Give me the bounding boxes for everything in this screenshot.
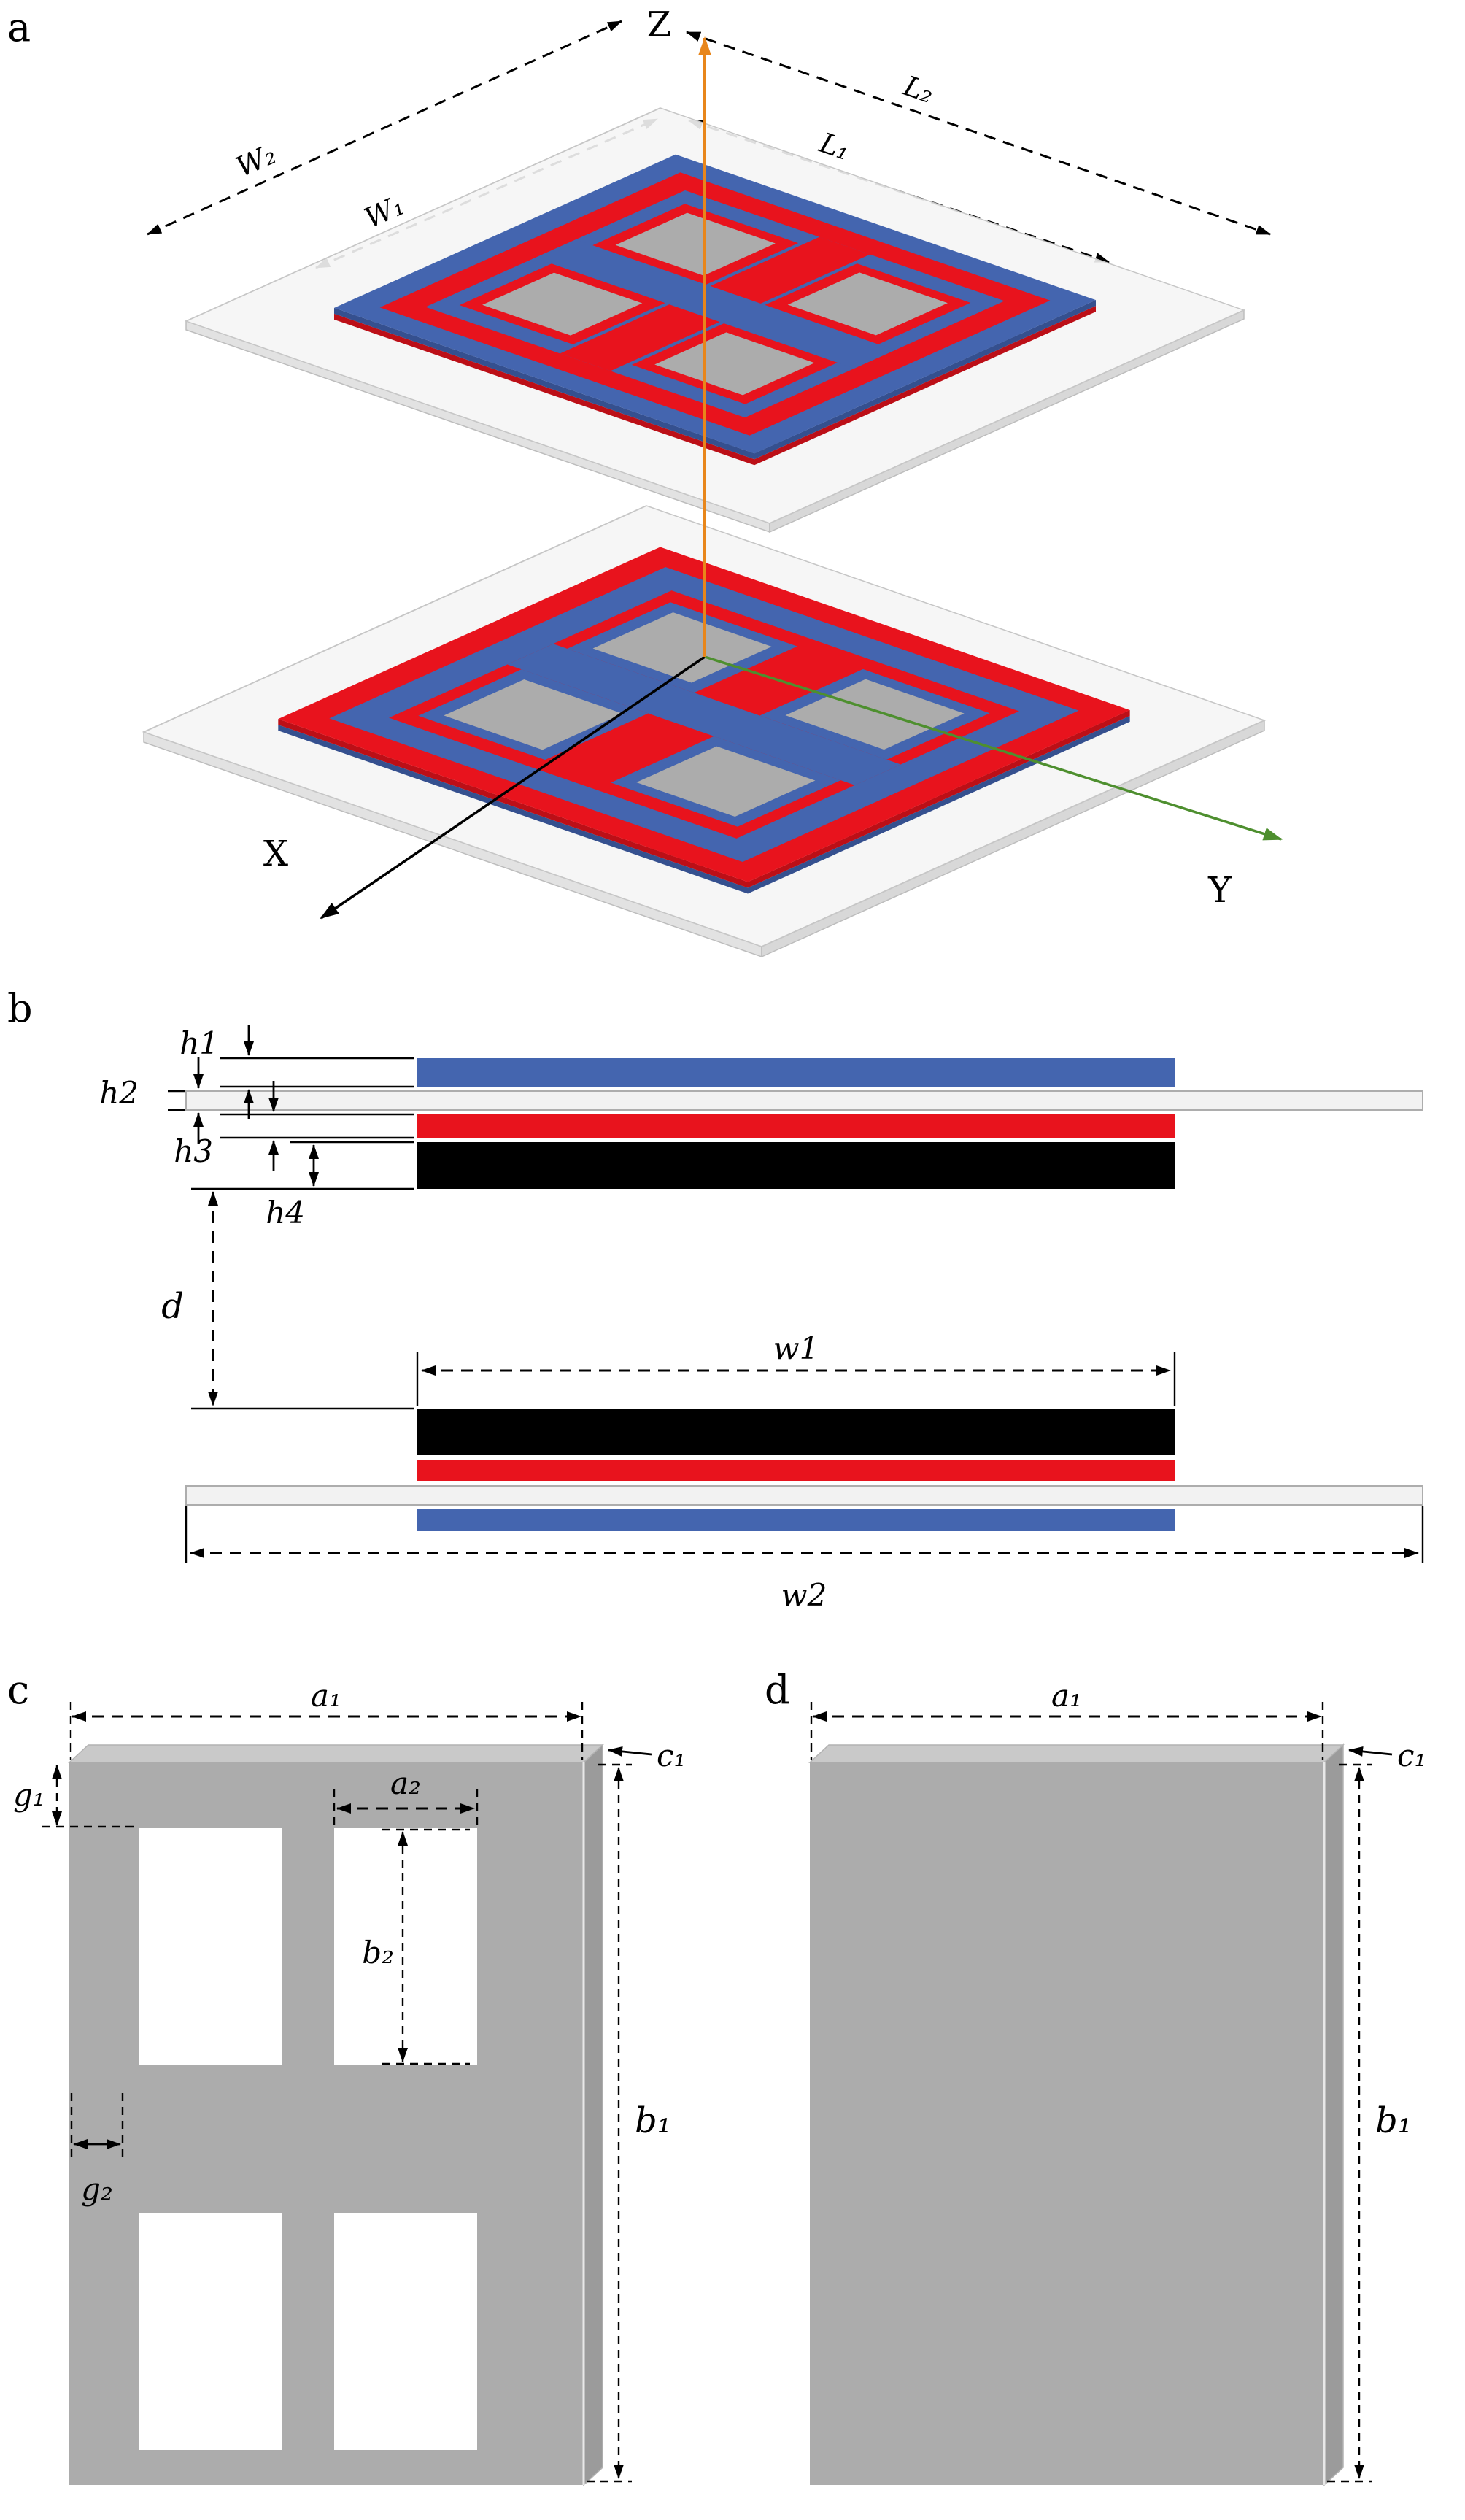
dim-c1-d: c₁ (1348, 1738, 1426, 1773)
dim-w1: w1 (421, 1330, 1171, 1376)
top-black-layer (417, 1142, 1175, 1189)
dim-label-a1: a₁ (1051, 1678, 1082, 1714)
y-axis-label: Y (1207, 870, 1232, 911)
dim-label-h3: h3 (174, 1133, 213, 1169)
metasurface-edge-red (748, 709, 1130, 888)
pattern-hole (787, 272, 948, 336)
panel-b-letter: b (7, 985, 33, 1031)
dim-label-g2: g₂ (81, 2171, 113, 2207)
z-axis-label: Z (647, 4, 671, 45)
metasurface-edge-red (754, 306, 1096, 466)
plate-hole (334, 2213, 477, 2450)
bottom-substrate (185, 1485, 1423, 1506)
dim-label-h2: h2 (99, 1075, 139, 1111)
dim-label-g1: g₁ (13, 1777, 45, 1813)
dim-c1-c: c₁ (608, 1738, 686, 1773)
panel-b: b h1 (7, 985, 1424, 1613)
dim-g2-c: g₂ (70, 2093, 124, 2207)
plate-hole (139, 1828, 282, 2065)
panel-c: c a₁ c₁ g₁ a₂ (7, 1667, 686, 2486)
dim-w2: w2 (190, 1548, 1419, 1613)
dim-a1-d: a₁ (810, 1678, 1324, 1760)
dim-label-L2: L₂ (899, 69, 938, 109)
top-substrate (185, 1090, 1423, 1111)
top-blue-layer (417, 1058, 1175, 1087)
dim-label-b1: b₁ (1375, 2100, 1412, 2141)
plate-hole (334, 1828, 477, 2065)
plate-right-face (1323, 1743, 1344, 2486)
top-red-layer (417, 1114, 1175, 1138)
panel-a-letter: a (7, 4, 31, 50)
bottom-blue-layer (417, 1509, 1175, 1531)
extension-ticks (168, 1057, 1424, 1563)
metasurface-edge-red (278, 719, 748, 888)
panel-d-letter: d (765, 1667, 790, 1713)
dim-b1-c: b₁ (587, 1763, 671, 2483)
plate-top-bevel (808, 1744, 1345, 1763)
dim-h1: h1 (179, 1025, 254, 1119)
metasurface-edge-blue (754, 300, 1096, 460)
pattern-hole (444, 679, 623, 750)
dim-label-a2: a₂ (390, 1765, 421, 1801)
dim-h3: h3 (174, 1081, 279, 1171)
dim-label-h4: h4 (266, 1195, 305, 1230)
bottom-red-layer (417, 1460, 1175, 1481)
dim-a2-c: a₂ (333, 1765, 479, 1825)
x-axis (320, 655, 706, 920)
metasurface-edge-red (334, 313, 754, 466)
dim-h4: h4 (266, 1144, 319, 1230)
dim-b2-c: b₂ (362, 1828, 470, 2065)
metasurface-bottom-pattern (278, 547, 1130, 882)
y-axis (704, 655, 1283, 841)
dim-label-b2: b₂ (362, 1935, 394, 1970)
plate-hole (139, 2213, 282, 2450)
dim-b1-d: b₁ (1327, 1763, 1412, 2483)
bottom-black-layer (417, 1409, 1175, 1455)
plate-front-face (810, 1762, 1324, 2485)
metasurface-edge-blue (278, 725, 748, 894)
board-bottom (142, 505, 1267, 958)
dim-label-d: d (161, 1286, 184, 1327)
plate-top-bevel (68, 1744, 604, 1763)
pattern-hole (615, 212, 776, 276)
pattern-hole (654, 332, 815, 396)
pattern-hole (482, 272, 643, 336)
dim-label-b1: b₁ (635, 2100, 671, 2141)
panel-c-letter: c (7, 1667, 29, 1713)
dim-label-h1: h1 (179, 1025, 219, 1061)
dim-a1-c: a₁ (69, 1678, 584, 1760)
dim-g1-c: g₁ (13, 1765, 136, 1828)
dim-d: d (161, 1191, 218, 1406)
panel-a: a W₂ W₁ L₂ L₁ (7, 4, 1283, 958)
metasurface-top-pattern (334, 154, 1097, 454)
dim-label-c1: c₁ (657, 1738, 686, 1773)
dim-label-w2: w2 (781, 1577, 827, 1613)
metasurface-edge-blue (334, 307, 754, 460)
plate-right-face (583, 1743, 603, 2486)
dim-label-W2: W₂ (231, 138, 280, 183)
x-axis-label: X (263, 833, 288, 874)
dim-label-w1: w1 (773, 1330, 819, 1366)
dim-label-L1: L₁ (815, 126, 854, 166)
board-top (184, 107, 1246, 533)
dim-label-a1: a₁ (311, 1678, 341, 1714)
dim-label-c1: c₁ (1397, 1738, 1426, 1773)
pattern-hole (636, 746, 816, 817)
panel-d: d a₁ c₁ b₁ (765, 1667, 1426, 2486)
dim-h2: h2 (99, 1057, 204, 1144)
